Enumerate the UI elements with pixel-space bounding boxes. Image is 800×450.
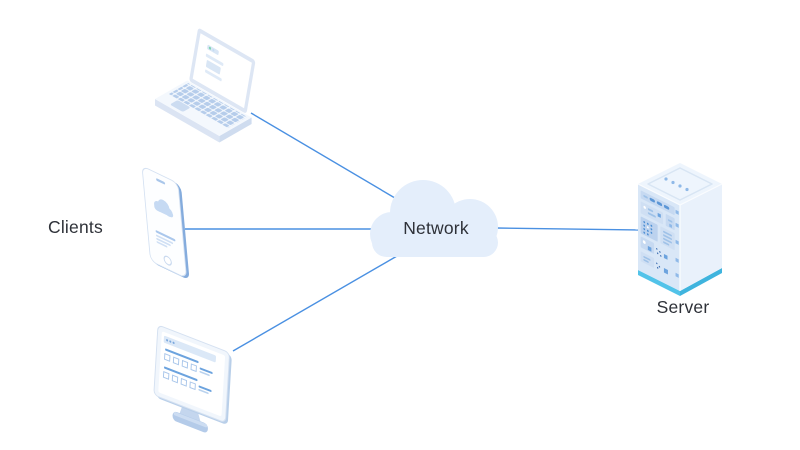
connection-line-laptop-network (250, 112, 401, 202)
phone-home-button (163, 255, 172, 266)
laptop-screen (189, 28, 256, 113)
connection-lines (185, 112, 642, 352)
clients-label: Clients (48, 217, 103, 237)
connection-line-desktop-network (232, 255, 398, 352)
network-label: Network (403, 218, 469, 238)
phone-speaker (156, 178, 166, 185)
monitor-screen-window (162, 335, 217, 395)
laptop-icon (155, 28, 256, 143)
laptop-screen-status-dot (208, 46, 212, 50)
network-cloud-icon (370, 180, 498, 257)
desktop-monitor-icon (153, 325, 232, 433)
server-front-panels (638, 184, 681, 292)
connection-line-network-server (495, 227, 642, 231)
server-label: Server (656, 297, 710, 317)
monitor-stand (172, 405, 208, 433)
smartphone-icon (142, 167, 189, 279)
laptop-touchpad (170, 100, 190, 112)
server-icon (637, 163, 723, 296)
phone-screen-cloud-icon (154, 199, 174, 218)
laptop-keyboard (155, 80, 252, 136)
server-base (638, 268, 722, 296)
